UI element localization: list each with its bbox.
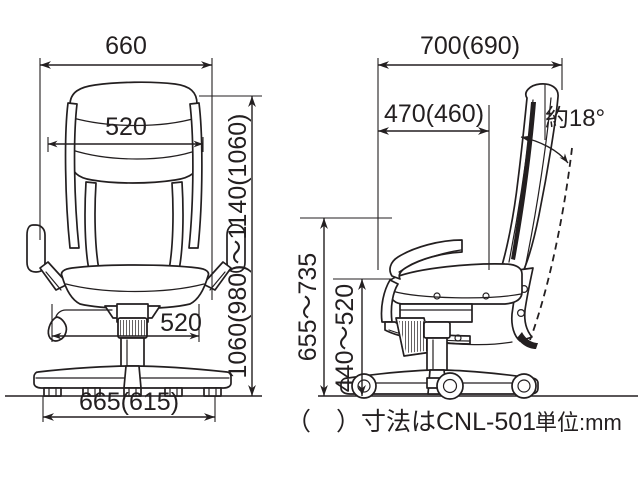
- label-overall-depth: 700(690): [420, 32, 520, 60]
- side-view-group: 700(690) 470(460) 約18° 655〜735: [294, 32, 638, 400]
- dim-overall-height: 1060(980)〜1140(1060): [199, 95, 262, 396]
- label-seat-width: 520: [160, 309, 202, 337]
- front-casters: [43, 387, 222, 397]
- caster: [436, 372, 464, 400]
- front-view-group: 660 520 520 665(615): [5, 32, 262, 422]
- label-seat-depth: 470(460): [384, 100, 484, 128]
- dim-seat-height: 440〜520: [331, 278, 392, 396]
- variant-note: （ ）寸法はCNL-501: [286, 408, 536, 436]
- label-seat-height: 440〜520: [331, 284, 359, 392]
- label-recline-angle: 約18°: [545, 105, 605, 132]
- recline-reference: [529, 147, 573, 341]
- caster: [123, 387, 142, 397]
- side-height-lever: [395, 317, 435, 357]
- dim-seat-width: 520: [51, 304, 202, 342]
- front-gas-lift-collar: [117, 317, 148, 339]
- front-armrests: [26, 224, 246, 291]
- dim-recline-angle: 約18°: [520, 84, 605, 164]
- units-note: 単位:mm: [535, 410, 622, 435]
- label-backrest-width: 520: [105, 113, 147, 141]
- front-seat: [60, 264, 210, 310]
- dim-backrest-width: 520: [47, 113, 204, 152]
- dim-overall-width: 660: [39, 32, 213, 300]
- caster: [164, 387, 183, 397]
- dim-backrest-height: 655〜735: [294, 217, 392, 396]
- label-backrest-height: 655〜735: [294, 253, 322, 361]
- label-overall-height: 1060(980)〜1140(1060): [224, 113, 252, 378]
- front-base: [33, 365, 232, 389]
- label-overall-width: 660: [105, 32, 147, 60]
- label-base-width: 665(615): [79, 388, 179, 416]
- dim-seat-depth: 470(460): [378, 100, 490, 270]
- caster: [203, 387, 222, 397]
- caster: [511, 373, 537, 399]
- caster: [82, 387, 101, 397]
- caster: [43, 387, 62, 397]
- dim-base-width: 665(615): [42, 388, 216, 422]
- dim-overall-depth: 700(690): [377, 32, 563, 270]
